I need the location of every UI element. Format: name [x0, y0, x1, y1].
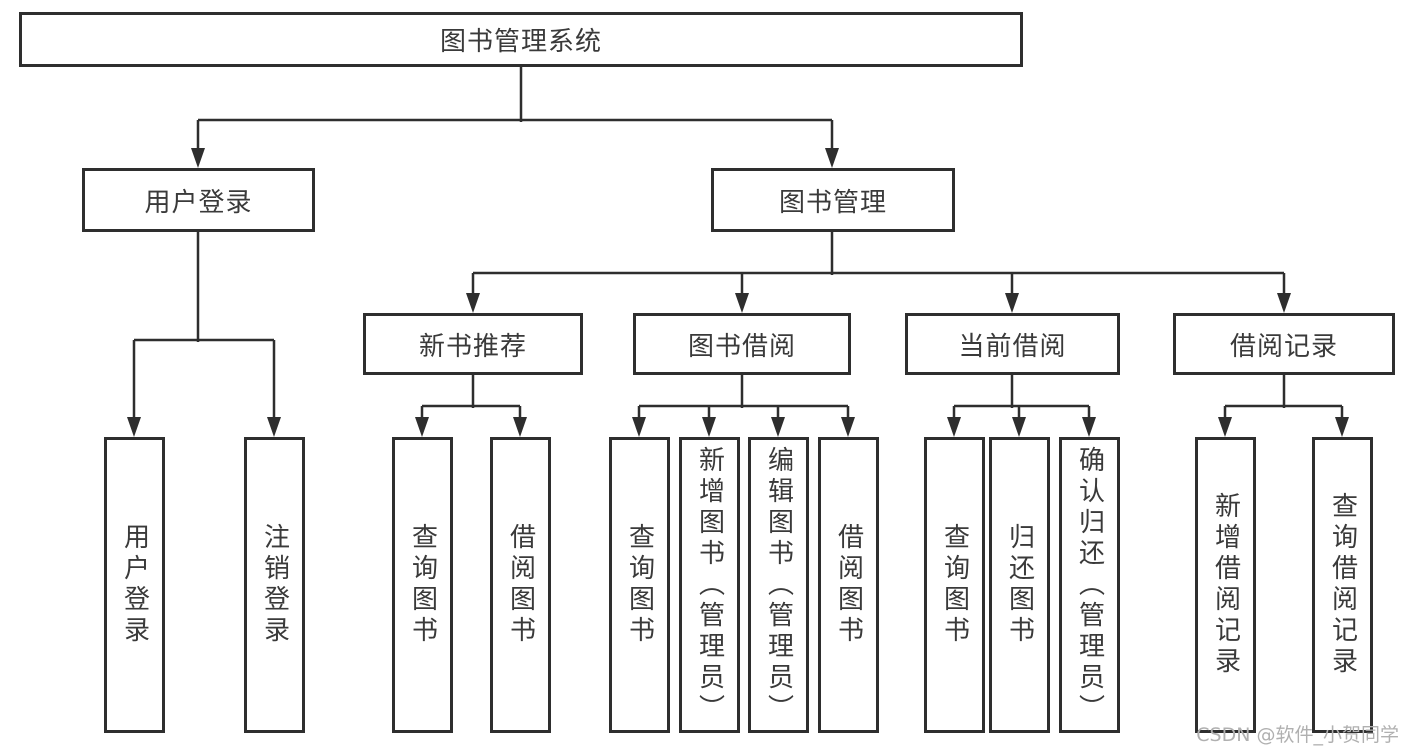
leaf-borrow-books-1-label: 借阅图书 — [505, 523, 536, 647]
node-book-borrowing: 图书借阅 — [633, 313, 851, 375]
node-user-login: 用户登录 — [82, 168, 315, 232]
edge-current-to-leaves — [952, 375, 1091, 419]
node-new-book-recommend: 新书推荐 — [363, 313, 583, 375]
edge-borrowing-to-leaves — [637, 375, 850, 419]
node-borrowing-records: 借阅记录 — [1173, 313, 1395, 375]
node-root: 图书管理系统 — [19, 12, 1023, 67]
leaf-query-books-2-label: 查询图书 — [624, 523, 655, 647]
leaf-query-books-3-label: 查询图书 — [939, 523, 970, 647]
leaf-borrow-books-1: 借阅图书 — [490, 437, 551, 733]
node-book-management-label: 图书管理 — [778, 187, 887, 218]
leaf-query-books-3: 查询图书 — [924, 437, 985, 733]
leaf-query-books-2: 查询图书 — [609, 437, 670, 733]
leaf-logout-label: 注销登录 — [259, 523, 290, 647]
leaf-add-book-admin: 新增图书（管理员） — [679, 437, 740, 733]
edge-new-books-to-leaves — [420, 375, 522, 419]
node-book-management: 图书管理 — [711, 168, 955, 232]
leaf-user-login: 用户登录 — [104, 437, 165, 733]
leaf-add-borrow-record: 新增借阅记录 — [1195, 437, 1256, 733]
node-borrowing-records-label: 借阅记录 — [1229, 331, 1338, 362]
leaf-confirm-return-admin-label: 确认归还（管理员） — [1074, 445, 1105, 725]
node-new-book-recommend-label: 新书推荐 — [418, 331, 527, 362]
leaf-edit-book-admin-label: 编辑图书（管理员） — [763, 445, 794, 725]
arrowhead-icons — [127, 148, 1349, 437]
leaf-edit-book-admin: 编辑图书（管理员） — [748, 437, 809, 733]
node-root-label: 图书管理系统 — [439, 27, 602, 57]
leaf-add-borrow-record-label: 新增借阅记录 — [1210, 492, 1241, 678]
leaf-return-books-label: 归还图书 — [1004, 523, 1035, 647]
leaf-query-borrow-record-label: 查询借阅记录 — [1327, 492, 1358, 678]
leaf-confirm-return-admin: 确认归还（管理员） — [1059, 437, 1120, 733]
edge-records-to-leaves — [1223, 375, 1344, 419]
node-book-borrowing-label: 图书借阅 — [687, 331, 796, 362]
edge-book-mgmt-to-level3 — [471, 232, 1286, 295]
edge-root-to-level2 — [196, 67, 834, 150]
leaf-query-books-1: 查询图书 — [392, 437, 453, 733]
leaf-borrow-books-2: 借阅图书 — [818, 437, 879, 733]
watermark: CSDN @软件_小贺同学 — [1196, 724, 1399, 746]
leaf-return-books: 归还图书 — [989, 437, 1050, 733]
leaf-borrow-books-2-label: 借阅图书 — [833, 523, 864, 647]
node-user-login-label: 用户登录 — [144, 187, 253, 218]
node-current-borrowing-label: 当前借阅 — [958, 331, 1067, 362]
leaf-query-books-1-label: 查询图书 — [407, 523, 438, 647]
leaf-logout: 注销登录 — [244, 437, 305, 733]
leaf-user-login-label: 用户登录 — [119, 523, 150, 647]
leaf-query-borrow-record: 查询借阅记录 — [1312, 437, 1373, 733]
edge-user-login-to-leaves — [132, 232, 276, 419]
leaf-add-book-admin-label: 新增图书（管理员） — [694, 445, 725, 725]
node-current-borrowing: 当前借阅 — [905, 313, 1120, 375]
